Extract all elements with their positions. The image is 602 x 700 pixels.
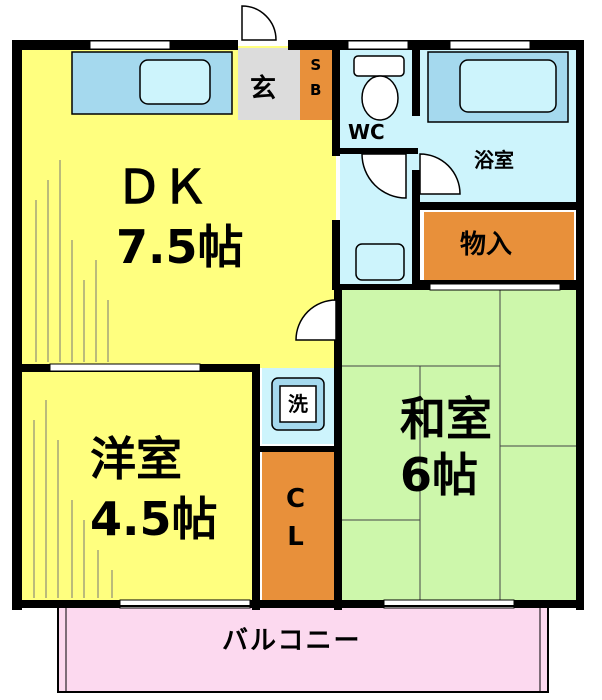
storage-floor <box>424 212 574 282</box>
balcony-floor <box>58 606 548 692</box>
dk-room-size: 7.5帖 <box>116 220 244 274</box>
shoe-box-letter-s: S <box>310 56 322 74</box>
windows <box>49 40 561 609</box>
closet-letter-l: L <box>287 522 304 552</box>
dk-floor-texture <box>35 160 109 362</box>
entrance-floor <box>238 48 300 120</box>
toilet-tank <box>353 55 405 77</box>
tatami-lines <box>340 288 578 604</box>
door-swings <box>241 5 461 341</box>
washer-pan-inner <box>279 385 317 423</box>
balcony-rail <box>57 605 549 693</box>
storage-label: 物入 <box>460 230 513 260</box>
shoe-box-letter-b: B <box>310 81 322 99</box>
japanese-room-name: 和室 <box>400 392 492 446</box>
western-room-floor <box>20 368 256 604</box>
kitchen-sink <box>139 59 211 105</box>
western-room-size: 4.5帖 <box>90 492 218 546</box>
entrance-label: 玄 <box>250 74 277 104</box>
western-room-name: 洋室 <box>90 432 182 486</box>
laundry-label: 洗 <box>288 392 308 416</box>
shoe-box <box>300 48 334 120</box>
japanese-room-size: 6帖 <box>400 448 479 502</box>
western-floor-texture <box>33 400 113 598</box>
shoe-box-label: S B <box>310 58 321 98</box>
closet-label: C L <box>286 486 305 550</box>
bath-label: 浴室 <box>474 148 514 172</box>
bathtub-basin <box>459 59 557 113</box>
balcony-label: バルコニー <box>222 626 362 656</box>
dk-room-name: ＤＫ <box>116 160 208 214</box>
washbasin <box>355 243 405 281</box>
closet-floor <box>262 452 336 602</box>
wc-label: WC <box>348 120 385 144</box>
closet-letter-c: C <box>286 484 306 514</box>
toilet-bowl <box>361 75 399 121</box>
fixtures <box>71 51 569 431</box>
